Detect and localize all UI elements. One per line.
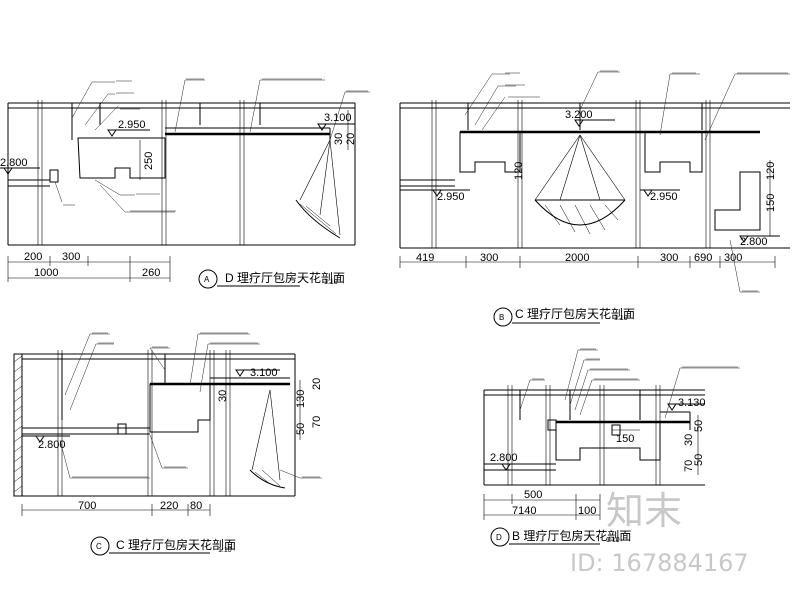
section-c-dim-80: 80: [190, 500, 202, 512]
section-a-dim-1000: 1000: [34, 267, 58, 279]
section-d-dim-30: 30: [683, 434, 695, 446]
section-a-title: D 理疗厅包房天花剖面: [225, 270, 345, 285]
section-b-top-dim-419: 419: [416, 252, 434, 264]
section-c-marker-letter: C: [96, 542, 102, 551]
section-a-level-2800: 2.800: [0, 157, 28, 169]
section-a-dim-250: 250: [143, 152, 155, 170]
section-c-dim-130: 130: [295, 390, 307, 408]
section-a-drawing: [0, 78, 370, 282]
section-b-top-scale: 1:10: [614, 315, 628, 322]
watermark-brand: 知末: [606, 489, 682, 533]
section-d-title: B 理疗厅包房天花剖面: [512, 528, 631, 543]
section-b-top-marker-letter: B: [499, 313, 504, 322]
section-a-scale: 1:10: [324, 279, 338, 286]
section-c-dim-220: 220: [160, 500, 178, 512]
section-b-top-dim-690: 690: [694, 252, 712, 264]
section-b-top-level-2950-left: 2.950: [437, 191, 465, 203]
section-b-top-dim-120: 120: [513, 162, 525, 180]
section-a-level-3100: 3.100: [324, 112, 352, 124]
section-b-top-level-2950-right: 2.950: [650, 191, 678, 203]
watermark-id: ID: 167884167: [570, 549, 749, 577]
section-a-dim-300: 300: [62, 251, 80, 263]
section-b-top-title: C 理疗厅包房天花剖面: [515, 306, 635, 321]
section-d-dim-70: 70: [683, 460, 695, 472]
section-a-marker: A: [198, 269, 300, 289]
section-c-marker: C: [90, 536, 210, 556]
section-c-drawing: [13, 332, 322, 516]
section-c-dim-50: 50: [295, 423, 307, 435]
section-a-marker-letter: A: [204, 275, 210, 284]
section-b-top-dim-120b: 120: [765, 162, 777, 180]
section-d-dim-500: 500: [524, 489, 542, 501]
section-b-top-dim-150: 150: [765, 194, 777, 212]
section-a-dim-260: 260: [142, 267, 160, 279]
section-d-drawing: [483, 348, 740, 520]
section-d-dim-100: 100: [578, 505, 596, 517]
section-d-marker-letter: D: [496, 533, 502, 542]
section-b-top-marker: B: [493, 307, 600, 327]
section-d-dim-150: 150: [616, 433, 634, 445]
section-a-dim-20: 20: [345, 133, 357, 145]
section-a-dim-200: 200: [24, 251, 42, 263]
section-b-top-drawing: [399, 70, 790, 293]
section-b-top-level-2800: 2.800: [740, 236, 768, 248]
section-a-dim-30: 30: [333, 133, 345, 145]
section-b-top-dim-2000: 2000: [565, 252, 589, 264]
section-c-level-3100: 3.100: [250, 367, 278, 379]
section-c-scale: 1:10: [218, 547, 232, 554]
watermark: 知末 ID: 167884167: [570, 489, 749, 577]
section-b-top-level-3200: 3.200: [565, 109, 593, 121]
section-c-dim-30: 30: [217, 390, 229, 402]
section-c-dim-700: 700: [78, 500, 96, 512]
section-c-dim-70: 70: [311, 416, 323, 428]
section-c-dim-20: 20: [311, 378, 323, 390]
section-c-title: C 理疗厅包房天花剖面: [116, 537, 236, 552]
section-d-dim-50: 50: [693, 420, 705, 432]
section-b-top-dim-300c: 300: [724, 252, 742, 264]
section-a-level-2950: 2.950: [118, 119, 146, 131]
section-d-level-2800: 2.800: [490, 452, 518, 464]
section-d-dim-50b: 50: [693, 454, 705, 466]
section-d-scale: 1:10: [606, 537, 620, 544]
section-d-marker: D: [490, 527, 600, 547]
section-b-top-dim-300: 300: [480, 252, 498, 264]
section-c-level-2800: 2.800: [38, 439, 66, 451]
section-d-dim-7140: 7140: [512, 505, 536, 517]
section-d-level-3130: 3.130: [678, 397, 706, 409]
section-b-top-dim-300b: 300: [660, 252, 678, 264]
